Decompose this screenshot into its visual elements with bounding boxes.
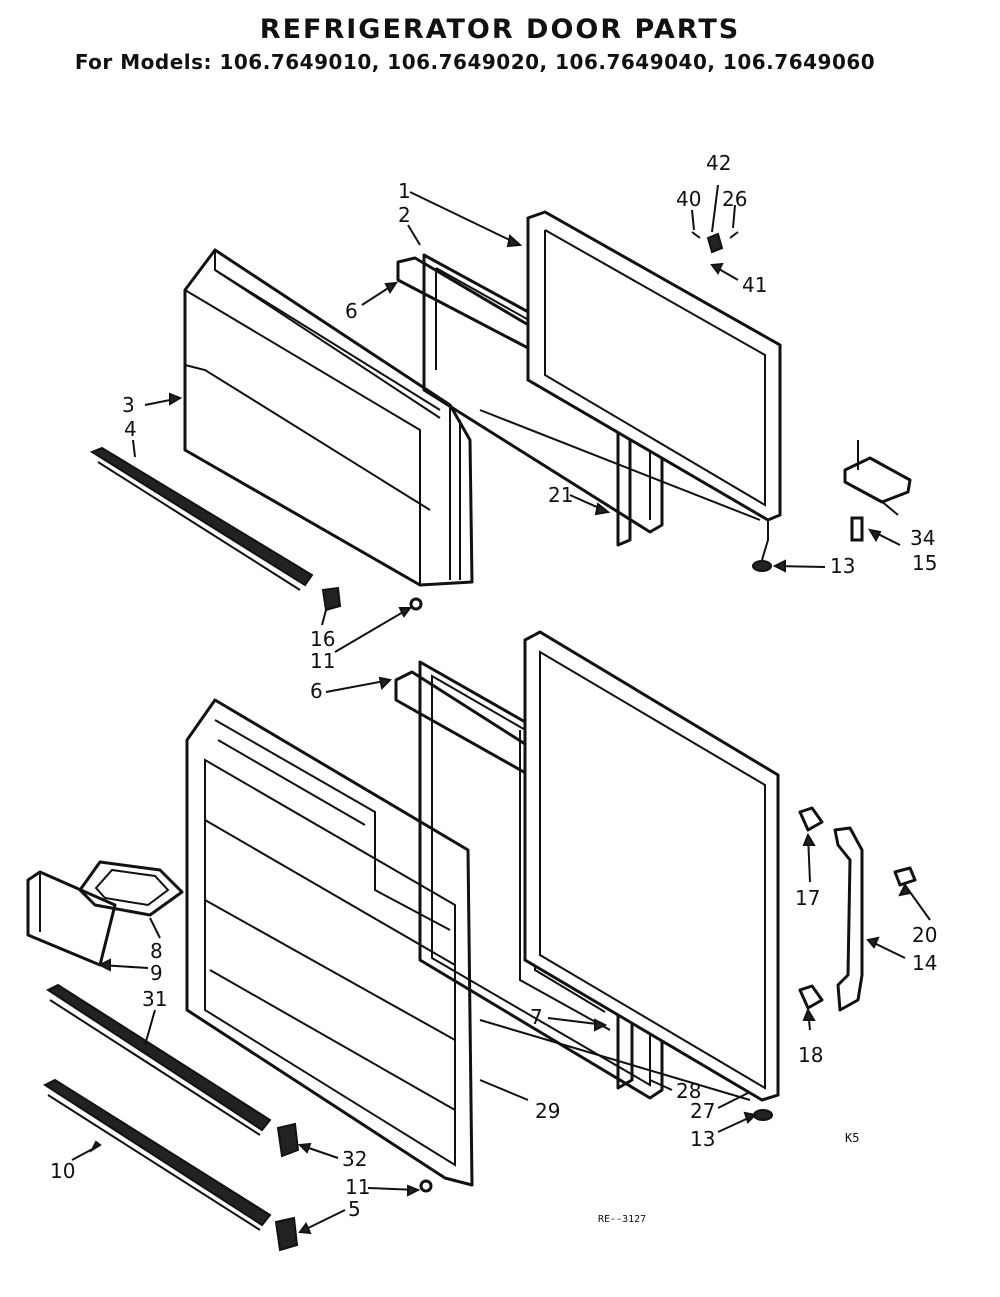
callout-2: 2 — [398, 203, 411, 227]
hinge-screw — [893, 866, 917, 887]
freezer-handle-end-cap — [321, 586, 342, 612]
callout-9: 9 — [150, 961, 163, 985]
upper-hinge-washer — [752, 560, 772, 572]
callout-5: 5 — [348, 1197, 361, 1221]
handle-end-cap — [274, 1216, 299, 1252]
fresh-food-door-assembly — [26, 630, 917, 1252]
center-hinge-pin — [850, 516, 864, 542]
drawing-number: RE--3127 — [598, 1214, 646, 1225]
callout-11-lower: 11 — [345, 1175, 370, 1199]
callout-20: 20 — [912, 923, 937, 947]
callout-numbers: 1 2 6 3 4 21 16 11 6 13 34 15 42 40 26 4… — [50, 151, 937, 1221]
freezer-outer-door — [526, 210, 782, 522]
fresh-food-outer-door — [523, 630, 780, 1102]
callout-34: 34 — [910, 526, 935, 550]
freezer-door-assembly — [89, 210, 912, 612]
callout-13-lower: 13 — [690, 1127, 715, 1151]
callout-21: 21 — [548, 483, 573, 507]
callout-26: 26 — [722, 187, 747, 211]
callout-31: 31 — [142, 987, 167, 1011]
hinge-shim-lower — [798, 984, 824, 1010]
diagram-title: REFRIGERATOR DOOR PARTS — [259, 14, 741, 45]
center-hinge-bracket — [843, 456, 912, 504]
door-shelf-trim-upper — [45, 983, 272, 1136]
callout-42: 42 — [706, 151, 731, 175]
callout-11-upper: 11 — [310, 649, 335, 673]
butter-compartment-door — [78, 860, 184, 917]
callout-14: 14 — [912, 951, 937, 975]
callout-6-lower: 6 — [310, 679, 323, 703]
diagram-subtitle: For Models: 106.7649010, 106.7649020, 10… — [74, 50, 876, 74]
callout-13-upper: 13 — [830, 554, 855, 578]
callout-8: 8 — [150, 939, 163, 963]
fresh-food-screw — [419, 1179, 433, 1193]
callout-10: 10 — [50, 1159, 75, 1183]
corner-code: K5 — [845, 1131, 859, 1145]
callout-18: 18 — [798, 1043, 823, 1067]
freezer-screw — [409, 597, 423, 611]
callout-1: 1 — [398, 179, 411, 203]
callout-7: 7 — [530, 1005, 543, 1029]
arrowheads — [89, 234, 912, 1235]
hinge-shim-upper — [798, 806, 824, 832]
butter-compartment — [26, 870, 117, 967]
callout-17: 17 — [795, 886, 820, 910]
callout-3: 3 — [122, 393, 135, 417]
lower-hinge-washer — [753, 1109, 773, 1121]
callout-40: 40 — [676, 187, 701, 211]
callout-28: 28 — [676, 1079, 701, 1103]
fresh-food-gasket-edge — [479, 1019, 751, 1101]
top-hinge-hardware — [691, 231, 739, 254]
fresh-food-door-handle — [42, 1078, 272, 1231]
callout-6-upper: 6 — [345, 299, 358, 323]
freezer-door-liner — [183, 248, 474, 587]
callout-41: 41 — [742, 273, 767, 297]
shelf-trim-end-cap — [276, 1122, 300, 1158]
callout-29: 29 — [535, 1099, 560, 1123]
freezer-gasket-edge — [479, 409, 761, 521]
callout-15: 15 — [912, 551, 937, 575]
freezer-door-handle — [89, 446, 314, 591]
callout-16: 16 — [310, 627, 335, 651]
callout-4: 4 — [124, 417, 137, 441]
center-hinge — [833, 826, 864, 1012]
fresh-food-door-liner — [185, 698, 474, 1187]
callout-32: 32 — [342, 1147, 367, 1171]
callout-27: 27 — [690, 1099, 715, 1123]
